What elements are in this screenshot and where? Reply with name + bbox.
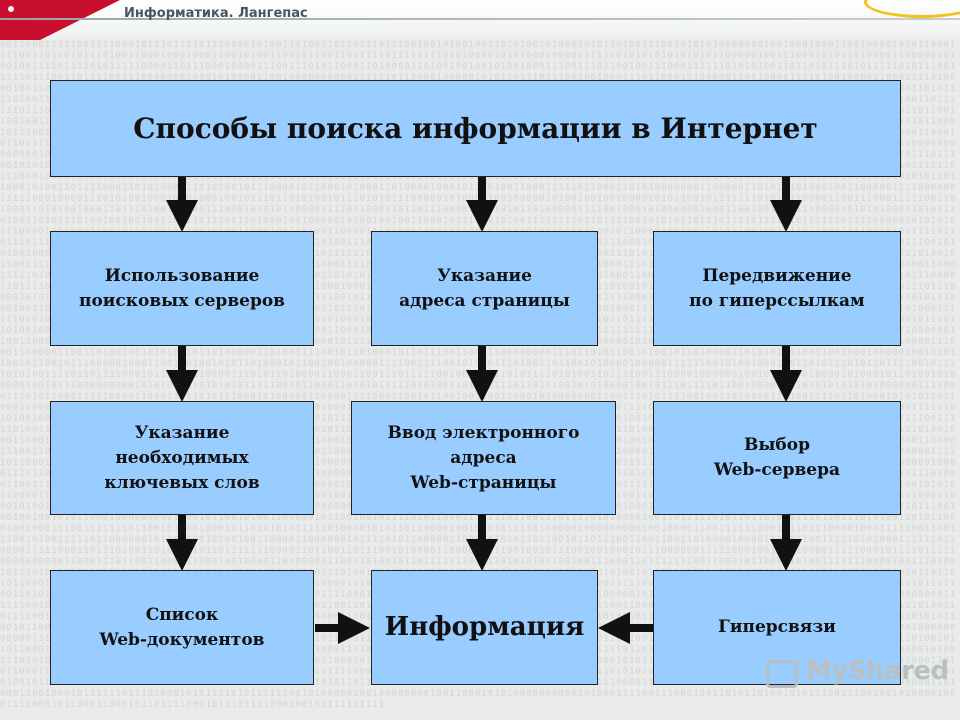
result-hyperlinks-box: Гиперсвязи	[653, 570, 901, 685]
result-information-box: Информация	[371, 570, 598, 685]
slide-header: Информатика. Лангепас	[0, 0, 960, 40]
header-title: Информатика. Лангепас	[124, 6, 308, 21]
method-page-address-box: Указание адреса страницы	[371, 231, 598, 346]
step-enter-address-box: Ввод электронного адреса Web-страницы	[351, 401, 616, 515]
diagram-title-box: Способы поиска информации в Интернет	[50, 80, 901, 177]
watermark-monitor-icon	[766, 660, 798, 688]
method-hyperlinks-box: Передвижение по гиперссылкам	[653, 231, 901, 346]
header-stripe	[0, 18, 960, 20]
logo-dot-icon	[8, 6, 14, 12]
watermark-text: MyShared	[806, 656, 949, 686]
result-document-list-box: Список Web-документов	[50, 570, 314, 685]
logo-red-shape	[0, 0, 120, 40]
method-search-servers-box: Использование поисковых серверов	[50, 231, 314, 346]
step-choose-server-box: Выбор Web-сервера	[653, 401, 901, 515]
step-keywords-box: Указание необходимых ключевых слов	[50, 401, 314, 515]
